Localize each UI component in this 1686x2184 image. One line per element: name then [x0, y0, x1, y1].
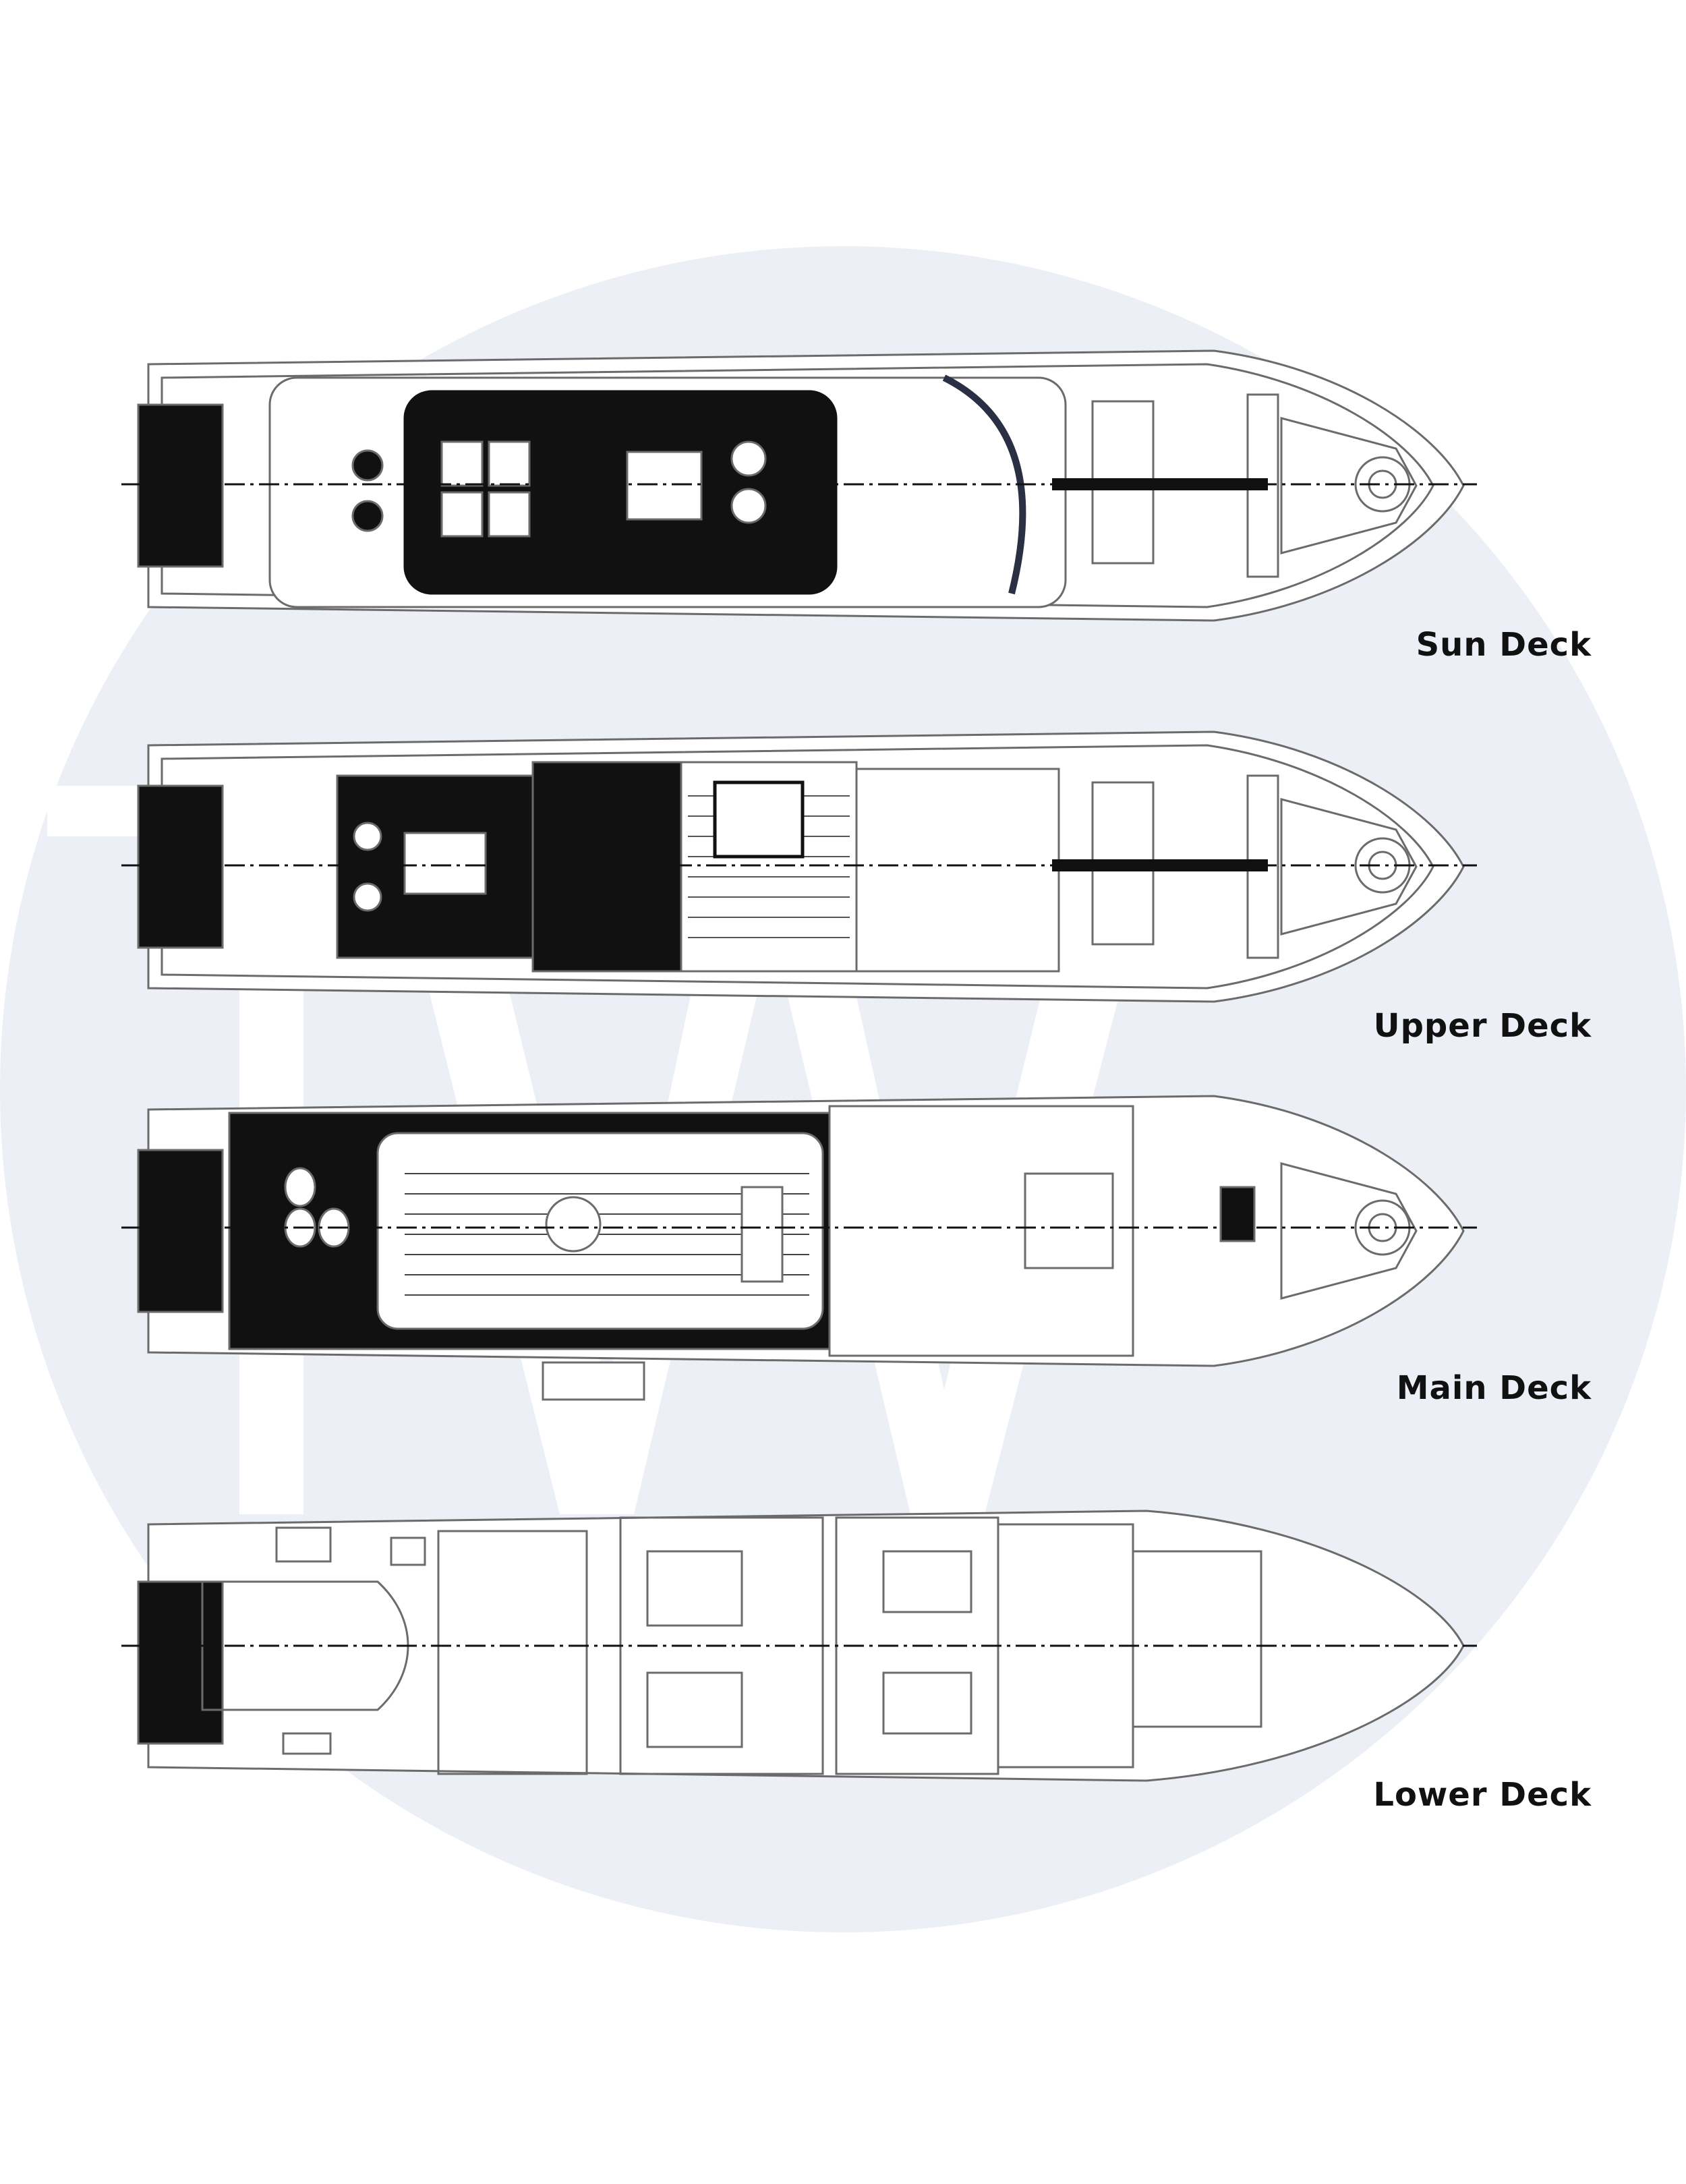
- lower-deck-plan: [121, 1510, 1477, 1782]
- deck-label-upper: Upper Deck: [1373, 1007, 1592, 1045]
- upper-deck-plan: [121, 730, 1477, 1003]
- main-deck-plan: [121, 1095, 1477, 1401]
- deck-label-lower: Lower Deck: [1373, 1776, 1592, 1814]
- deck-label-main: Main Deck: [1396, 1369, 1592, 1407]
- deck-label-sun: Sun Deck: [1416, 626, 1592, 664]
- sun-deck-plan: [121, 349, 1477, 622]
